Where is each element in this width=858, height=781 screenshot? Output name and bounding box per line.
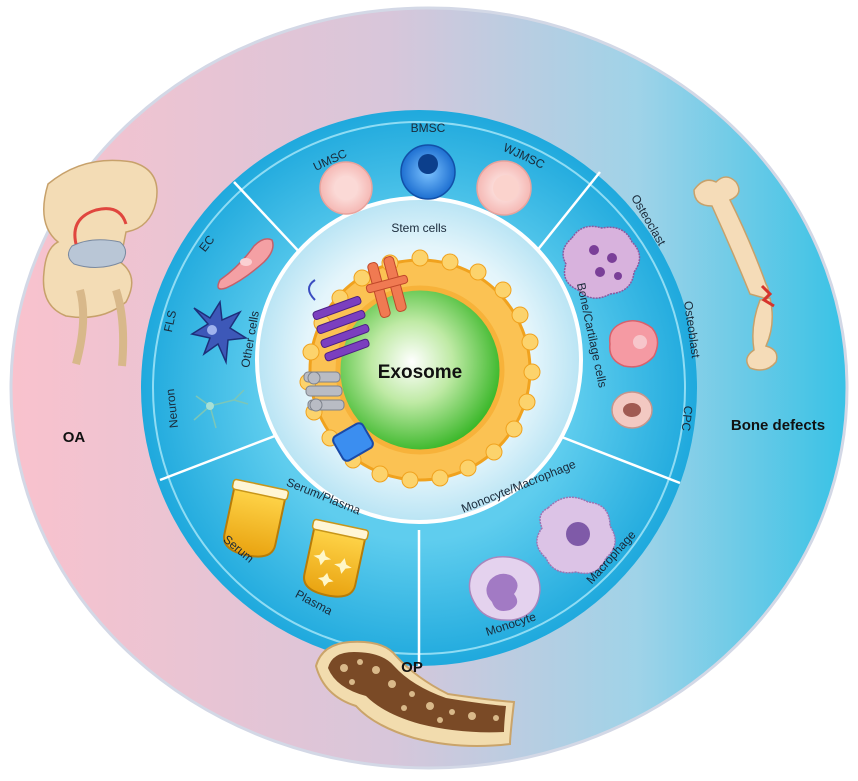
monocyte-nucleus (486, 573, 518, 611)
sector-stem-cells: UMSC BMSC WJMSC Stem cells (311, 121, 547, 235)
knee-joint-illustration (42, 159, 158, 367)
bone-cross-section-illustration (314, 640, 516, 747)
trabecular-holes (340, 659, 499, 723)
bone-defects-label: Bone defects (731, 417, 825, 434)
bmsc-nucleus (418, 154, 438, 174)
macrophage-nucleus (566, 522, 590, 546)
fls-nucleus (207, 325, 217, 335)
plasma-tube (303, 518, 370, 598)
exosome-illustration: Exosome (299, 249, 541, 489)
transmembrane-protein (308, 279, 370, 362)
tetraspanin-protein (303, 371, 345, 412)
osteoclast-cell (562, 225, 641, 299)
serum-tube (223, 478, 290, 558)
oa-label: OA (63, 429, 86, 446)
wjmsc-nucleus (493, 175, 519, 201)
neuron-body (206, 402, 214, 410)
fractured-femur-illustration (693, 176, 778, 371)
cpc-nucleus (623, 403, 641, 417)
exosome-core (335, 285, 505, 455)
umsc-nucleus (334, 176, 358, 200)
bmsc-label: BMSC (411, 121, 446, 135)
ec-nucleus (240, 258, 252, 266)
op-label: OP (401, 659, 423, 676)
osteoclast-nuclei (589, 245, 622, 280)
cpc-label: CPC (679, 405, 696, 432)
receptor-protein (365, 256, 409, 318)
neuron-label: Neuron (163, 388, 181, 429)
fls-label: FLS (161, 309, 179, 333)
membrane-carrier-protein (332, 422, 374, 462)
stem-cells-title: Stem cells (391, 221, 446, 235)
osteoblast-nucleus (633, 335, 647, 349)
fls-cell (190, 299, 249, 365)
exosome-label: Exosome (378, 362, 462, 383)
